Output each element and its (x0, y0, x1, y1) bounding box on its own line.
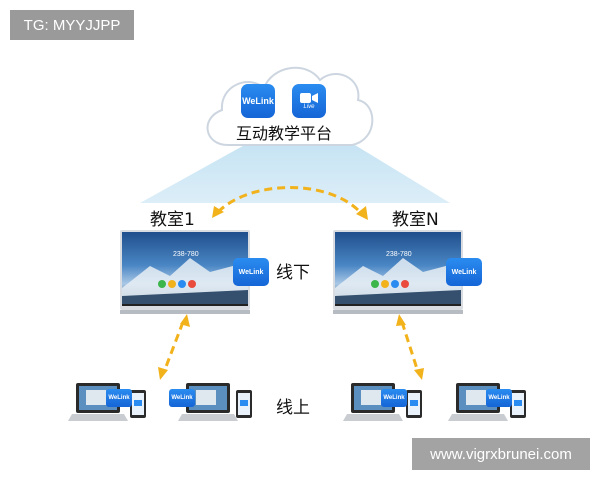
laptop-2-welink-badge: WeLink (169, 389, 195, 407)
classroom-1-welink-badge: WeLink (233, 258, 269, 286)
live-logo-text: Live (303, 104, 315, 110)
classroom-n-screen-number: 238-780 (386, 251, 412, 258)
welink-live-logo: Live (292, 84, 326, 118)
phone-2 (236, 390, 252, 418)
classroom-link-arrow (216, 186, 364, 215)
classroom-n-welink-badge: WeLink (446, 258, 482, 286)
cloud-beam (140, 142, 450, 203)
right-sync-arrow (400, 321, 420, 373)
welink-logo-text: WeLink (242, 96, 274, 106)
left-sync-arrow (162, 321, 185, 373)
laptop-4-welink-badge: WeLink (486, 389, 512, 407)
classroom-1-screen-number: 238-780 (173, 251, 199, 258)
classroom-1-screen (120, 230, 250, 314)
phone-1 (130, 390, 146, 418)
offline-label: 线下 (276, 263, 310, 283)
laptop-3-welink-badge: WeLink (381, 389, 407, 407)
video-camera-icon (300, 93, 318, 103)
phone-3 (406, 390, 422, 418)
bottom-watermark: www.vigrxbrunei.com (412, 438, 590, 470)
welink-logo: WeLink (241, 84, 275, 118)
laptop-1-welink-badge: WeLink (106, 389, 132, 407)
platform-label: 互动教学平台 (236, 124, 333, 143)
classroom-n-screen (333, 230, 463, 314)
classroom-n-label: 教室N (392, 210, 439, 230)
online-label: 线上 (276, 398, 310, 418)
top-watermark: TG: MYYJJPP (10, 10, 134, 40)
phone-4 (510, 390, 526, 418)
laptop-2 (178, 383, 238, 421)
classroom-1-label: 教室1 (150, 210, 195, 230)
